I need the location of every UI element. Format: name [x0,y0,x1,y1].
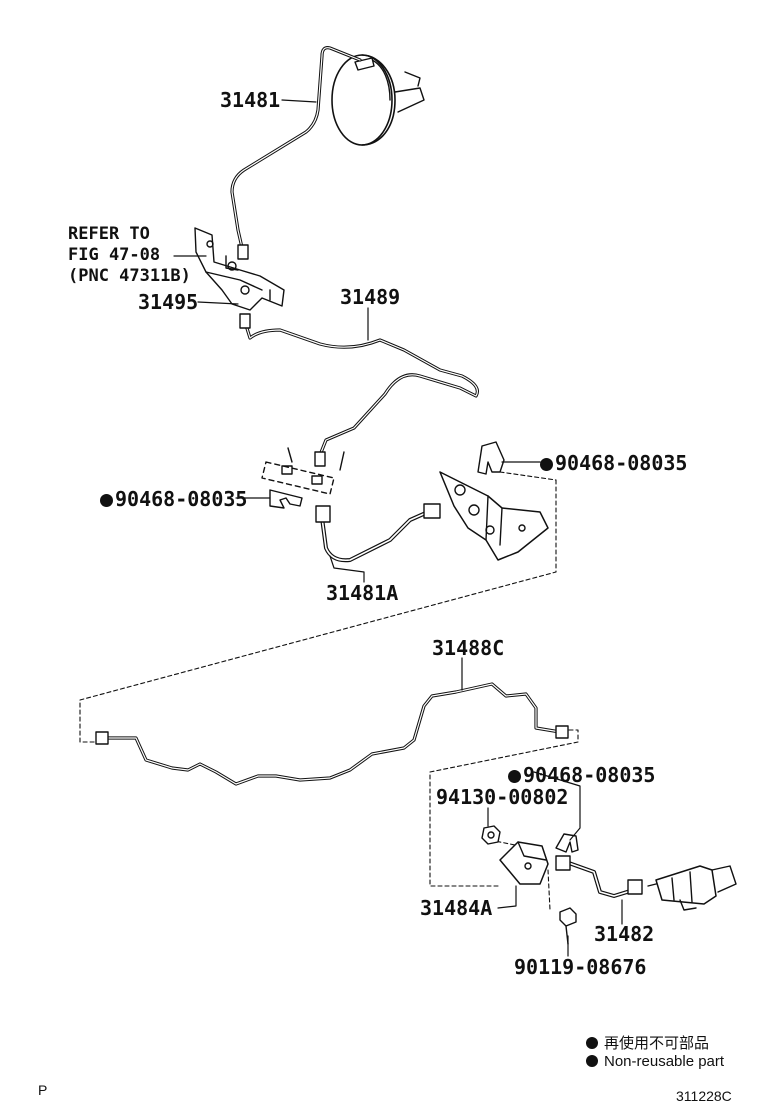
leader-lines [173,99,623,957]
footer-left-code: P [38,1082,48,1098]
clip-top-drawing [477,441,505,475]
label-94130: 94130-00802 [436,785,569,809]
legend-japanese: 再使用不可部品 [586,1032,709,1053]
label-clip-bottom: 90468-08035 [508,765,655,785]
hose-31482-drawing [555,855,643,898]
label-31481a: 31481A [326,581,399,605]
label-31484a: 31484A [420,896,493,920]
bracket-31495-drawing [194,227,285,311]
tube-31488c-drawing [95,682,569,786]
non-reusable-dot-icon [540,458,553,471]
label-clip-top: 90468-08035 [540,453,687,473]
illustration-number: 311228C [676,1088,732,1104]
tube-31481-drawing [230,46,362,260]
non-reusable-dot-icon [586,1037,598,1049]
label-clip-left: 90468-08035 [100,489,247,509]
non-reusable-dot-icon [586,1055,598,1067]
non-reusable-dot-icon [100,494,113,507]
clip-bottom-drawing [555,833,579,853]
right-bracket-plate-drawing [439,471,549,561]
master-cylinder-drawing [331,54,425,146]
label-31495: 31495 [138,290,199,314]
refer-note-line3: (PNC 47311B) [68,266,191,286]
refer-note-line1: REFER TO [68,224,150,244]
non-reusable-dot-icon [508,770,521,783]
middle-bracket-plate-drawing [261,447,345,495]
release-cylinder-drawing [647,865,737,911]
tube-31489-drawing [239,313,479,467]
clip-left-drawing [269,489,303,509]
legend-english: Non-reusable part [586,1053,724,1070]
label-31482: 31482 [594,922,655,946]
bracket-31484a-drawing [499,841,549,885]
label-31488c: 31488C [432,636,505,660]
refer-note-line2: FIG 47-08 [68,245,161,265]
hose-31481a-drawing [315,503,441,563]
nut-94130-drawing [481,825,501,845]
label-31481: 31481 [220,88,281,112]
label-31489: 31489 [340,285,401,309]
label-90119: 90119-08676 [514,955,647,979]
